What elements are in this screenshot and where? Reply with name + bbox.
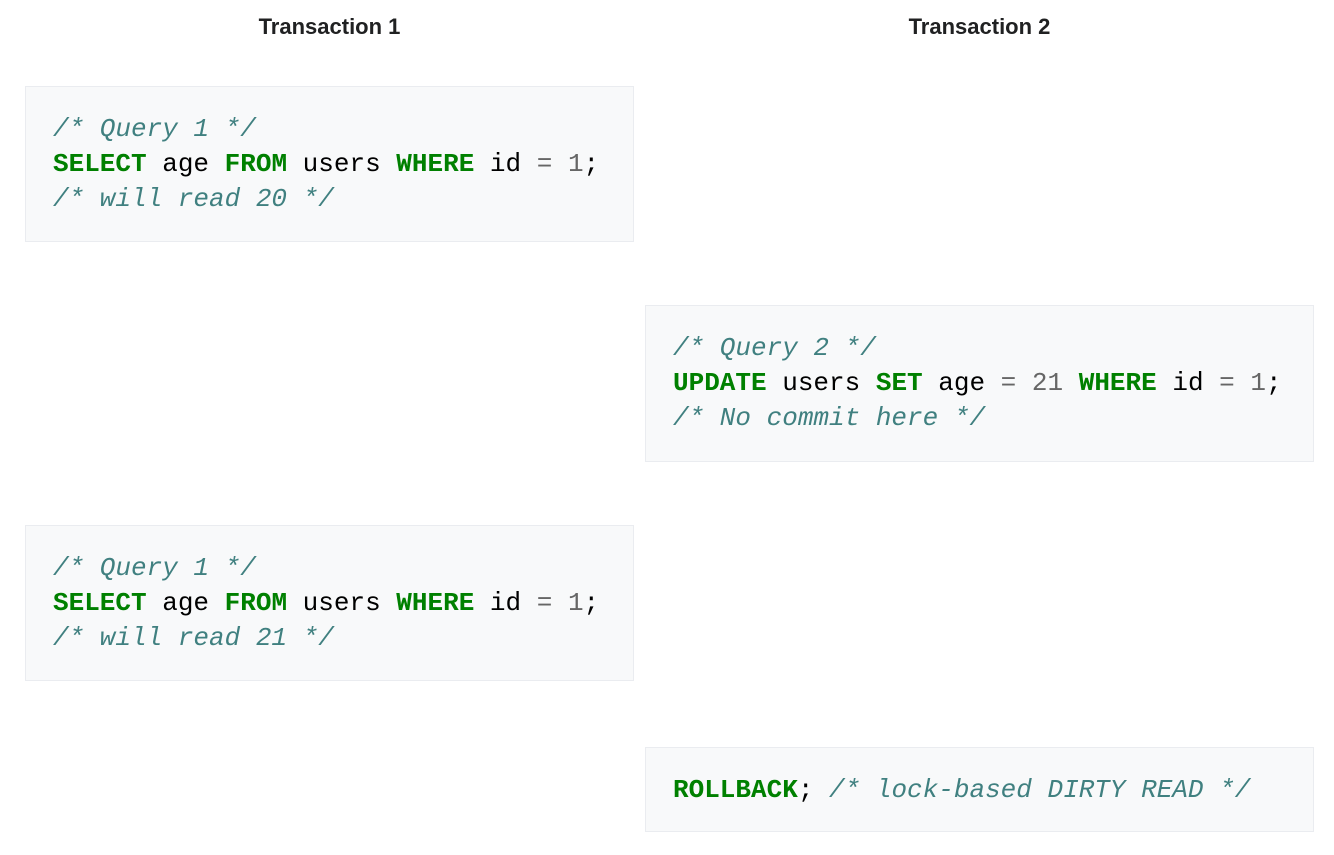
token-plain: users	[287, 149, 397, 179]
token-plain: age	[146, 149, 225, 179]
code-line: SELECT age FROM users WHERE id = 1;	[53, 586, 623, 621]
token-keyword: ROLLBACK	[673, 775, 798, 805]
column-header-transaction-2: Transaction 2	[908, 14, 1051, 39]
token-plain	[1016, 368, 1032, 398]
token-keyword: SET	[875, 368, 923, 398]
code-line: /* will read 20 */	[53, 182, 623, 217]
token-plain: id	[474, 149, 537, 179]
token-plain: users	[766, 368, 876, 398]
token-keyword: SELECT	[53, 588, 147, 618]
token-comment: /* Query 1 */	[53, 553, 256, 583]
code-line: /* Query 2 */	[673, 331, 1303, 366]
token-keyword: WHERE	[396, 588, 475, 618]
token-operator: =	[1219, 368, 1235, 398]
token-comment: /* will read 21 */	[53, 623, 334, 653]
code-block-query2-update: /* Query 2 */UPDATE users SET age = 21 W…	[645, 305, 1314, 462]
token-comment: /* lock-based DIRTY READ */	[829, 775, 1251, 805]
token-plain	[813, 775, 829, 805]
token-comment: /* No commit here */	[673, 403, 986, 433]
code-line: UPDATE users SET age = 21 WHERE id = 1;	[673, 366, 1303, 401]
token-number: 1	[567, 588, 584, 618]
token-plain: id	[1156, 368, 1220, 398]
token-number: 1	[567, 149, 584, 179]
token-plain: id	[474, 588, 537, 618]
token-keyword: SELECT	[53, 149, 147, 179]
token-plain	[552, 588, 568, 618]
token-comment: /* Query 2 */	[673, 333, 876, 363]
token-plain	[552, 149, 568, 179]
token-operator: =	[536, 588, 553, 618]
token-punct: ;	[583, 149, 600, 179]
token-plain: users	[287, 588, 397, 618]
token-keyword: WHERE	[396, 149, 475, 179]
code-line: /* Query 1 */	[53, 112, 623, 147]
token-plain: age	[922, 368, 1001, 398]
token-keyword: FROM	[224, 588, 288, 618]
code-line: /* will read 21 */	[53, 621, 623, 656]
code-block-query1-first-read: /* Query 1 */SELECT age FROM users WHERE…	[25, 86, 634, 242]
token-comment: /* will read 20 */	[53, 184, 334, 214]
token-keyword: UPDATE	[673, 368, 767, 398]
token-punct: ;	[797, 775, 814, 805]
token-punct: ;	[583, 588, 600, 618]
token-comment: /* Query 1 */	[53, 114, 256, 144]
token-punct: ;	[1265, 368, 1282, 398]
code-line: SELECT age FROM users WHERE id = 1;	[53, 147, 623, 182]
code-block-rollback: ROLLBACK; /* lock-based DIRTY READ */	[645, 747, 1314, 832]
code-line: /* Query 1 */	[53, 551, 623, 586]
token-operator: =	[536, 149, 553, 179]
code-block-query1-second-read: /* Query 1 */SELECT age FROM users WHERE…	[25, 525, 634, 681]
token-operator: =	[1000, 368, 1017, 398]
code-line: /* No commit here */	[673, 401, 1303, 436]
token-plain: age	[146, 588, 225, 618]
code-line: ROLLBACK; /* lock-based DIRTY READ */	[673, 773, 1303, 808]
token-keyword: FROM	[224, 149, 288, 179]
column-header-transaction-1: Transaction 1	[258, 14, 401, 39]
token-number: 1	[1250, 368, 1266, 398]
token-plain	[1235, 368, 1251, 398]
token-number: 21	[1031, 368, 1064, 398]
token-keyword: WHERE	[1078, 368, 1157, 398]
token-plain	[1063, 368, 1079, 398]
